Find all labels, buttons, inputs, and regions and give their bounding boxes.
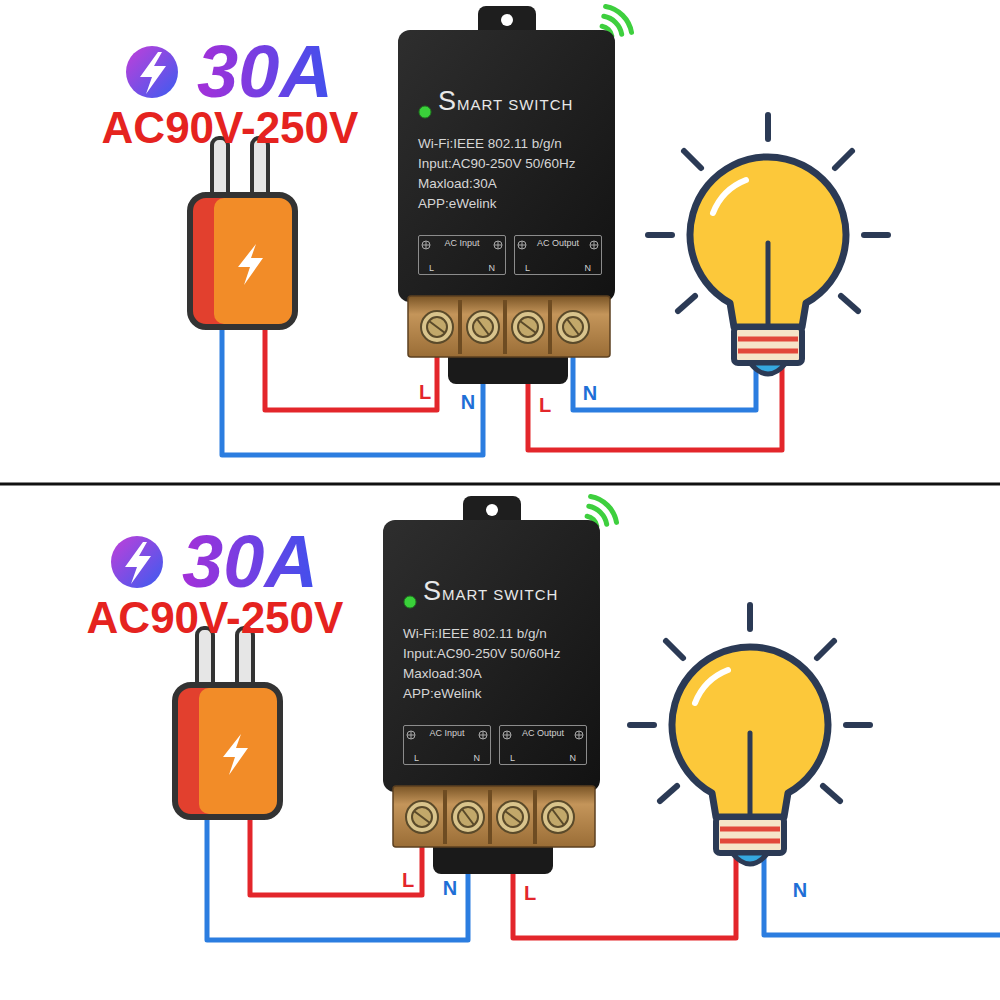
wire-letter: L — [402, 870, 414, 890]
spec-line: Maxload:30A — [403, 664, 482, 684]
rating-amps: 30A — [195, 33, 341, 111]
voltage-range: AC90V-250V — [102, 106, 359, 150]
spec-line: APP:eWelink — [403, 684, 482, 704]
pin-letter: N — [474, 753, 481, 763]
smart-switch-housing: SMART SWITCH Wi-Fi:IEEE 802.11 b/g/nInput… — [398, 30, 615, 300]
spec-line: Input:AC90-250V 50/60Hz — [403, 644, 561, 664]
terminal-label-box: AC InputL N — [418, 235, 506, 275]
wire — [573, 357, 756, 410]
spec-line: Wi-Fi:IEEE 802.11 b/g/n — [403, 624, 547, 644]
rating-amps: 30A — [180, 523, 326, 601]
wire-letter: N — [461, 392, 475, 412]
pin-letter: L — [510, 753, 515, 763]
light-bulb — [648, 115, 888, 374]
spec-line: APP:eWelink — [418, 194, 497, 214]
wire-letter: N — [443, 878, 457, 898]
panel-divider — [0, 483, 1000, 486]
terminal-label-box: AC OutputL N — [499, 725, 587, 765]
wire-letter: L — [419, 382, 431, 402]
pin-letter: N — [570, 753, 577, 763]
brand-name: SMART SWITCH — [438, 86, 573, 120]
spec-line: Wi-Fi:IEEE 802.11 b/g/n — [418, 134, 562, 154]
terminal-name: AC Output — [519, 728, 567, 738]
pin-letter: N — [489, 263, 496, 273]
terminal-label-box: AC InputL N — [403, 725, 491, 765]
light-bulb — [630, 605, 870, 864]
smart-switch-housing: SMART SWITCH Wi-Fi:IEEE 802.11 b/g/nInput… — [383, 520, 600, 790]
spec-line: Input:AC90-250V 50/60Hz — [418, 154, 576, 174]
device-kit — [126, 6, 632, 384]
terminal-label-box: AC OutputL N — [514, 235, 602, 275]
wire — [207, 815, 1000, 940]
device-kit — [111, 496, 617, 874]
brand-name: SMART SWITCH — [423, 576, 558, 610]
wire-letter: L — [539, 395, 551, 415]
pin-letter: L — [414, 753, 419, 763]
pin-letter: N — [585, 263, 592, 273]
wire-letter: L — [524, 883, 536, 903]
terminal-name: AC Input — [423, 728, 471, 738]
terminal-name: AC Output — [534, 238, 582, 248]
voltage-range: AC90V-250V — [87, 596, 344, 640]
wire-letter: N — [583, 383, 597, 403]
wire — [764, 853, 1000, 935]
pin-letter: L — [429, 263, 434, 273]
wire-letter: N — [793, 880, 807, 900]
pin-letter: L — [525, 263, 530, 273]
spec-line: Maxload:30A — [418, 174, 497, 194]
terminal-name: AC Input — [438, 238, 486, 248]
